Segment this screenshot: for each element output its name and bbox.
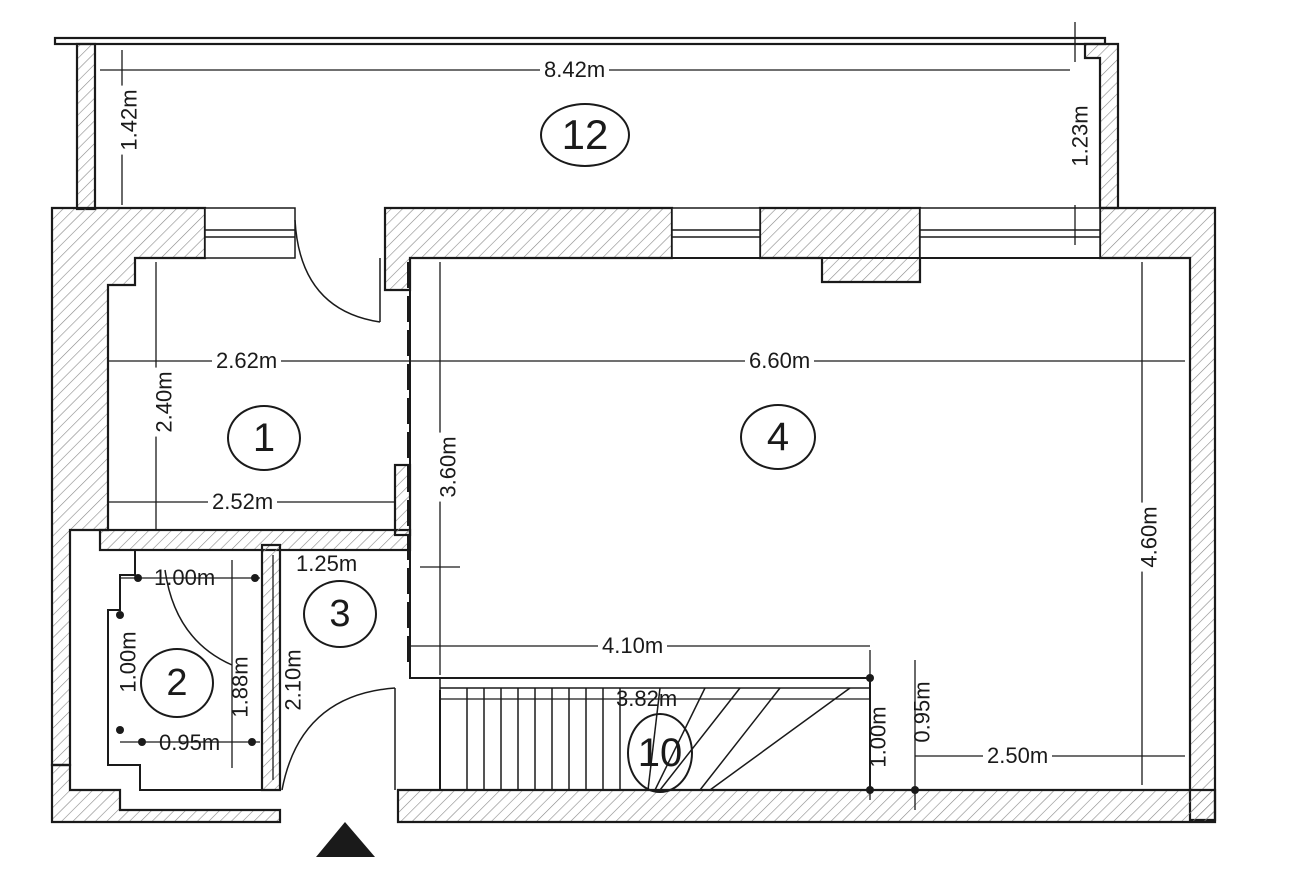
dim-room4-right-segment: 2.50m bbox=[983, 744, 1053, 768]
door-swing-balcony bbox=[294, 219, 381, 323]
room-number-10: 10 bbox=[627, 713, 693, 793]
dim-room2-bottom-width: 0.95m bbox=[159, 730, 221, 755]
window-2 bbox=[671, 207, 761, 259]
balcony-rail bbox=[53, 36, 1107, 46]
dim-stair-depth: 1.00m bbox=[865, 706, 891, 768]
wall-pillar bbox=[758, 206, 922, 284]
door-swing-wc bbox=[164, 569, 233, 666]
dim-room3-depth: 2.10m bbox=[280, 649, 306, 711]
inner-wall-room1-right bbox=[393, 463, 412, 537]
door-swing-entrance bbox=[281, 687, 396, 791]
dim-balcony-depth-right: 1.23m bbox=[1068, 101, 1093, 171]
inner-wall-room2-right bbox=[260, 543, 282, 792]
room-number-3: 3 bbox=[303, 580, 377, 648]
dim-balcony-width: 8.42m bbox=[540, 58, 610, 82]
dim-room2-right-depth: 1.88m bbox=[227, 656, 253, 718]
room-number-1: 1 bbox=[227, 405, 301, 471]
dim-room4-width: 6.60m bbox=[745, 349, 815, 373]
inner-wall-room1-bottom bbox=[98, 528, 412, 552]
room-number-2: 2 bbox=[140, 648, 214, 718]
outer-wall-bottom-right bbox=[396, 788, 1217, 824]
dim-room1-width-bottom: 2.52m bbox=[208, 490, 278, 514]
dim-room3-width: 1.25m bbox=[296, 551, 358, 576]
room-number-4: 4 bbox=[740, 404, 816, 470]
dim-room1-depth: 2.40m bbox=[152, 367, 177, 437]
dim-balcony-depth-left: 1.42m bbox=[117, 85, 142, 155]
balcony-left-wall bbox=[75, 42, 97, 211]
dim-room4-left-depth: 3.60m bbox=[436, 432, 461, 502]
dim-room1-width-top: 2.62m bbox=[212, 349, 282, 373]
window-3 bbox=[919, 207, 1101, 259]
outer-wall-top-middle bbox=[383, 206, 674, 292]
outer-wall-bottom-left bbox=[50, 763, 282, 824]
dim-stair-run: 3.82m bbox=[616, 686, 678, 711]
dim-room4-depth: 4.60m bbox=[1137, 502, 1162, 572]
window-1 bbox=[204, 207, 296, 259]
entrance-arrow-icon bbox=[316, 822, 375, 857]
room-number-12: 12 bbox=[540, 103, 630, 167]
dim-stair-width: 4.10m bbox=[598, 634, 668, 658]
dim-room2-left-depth: 1.00m bbox=[115, 631, 141, 693]
dim-stair-gap: 0.95m bbox=[909, 681, 935, 743]
dim-room2-top-width: 1.00m bbox=[154, 565, 216, 590]
